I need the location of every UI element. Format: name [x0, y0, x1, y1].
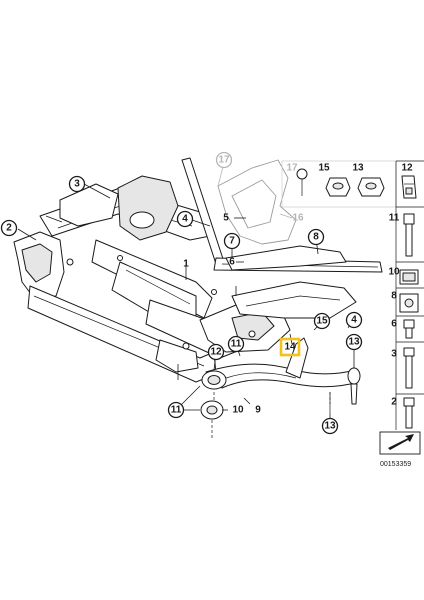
sidebar-label-2: 2 — [391, 397, 397, 408]
sidebar-label-3: 3 — [391, 349, 397, 360]
callout-7: 7 — [223, 232, 241, 250]
bracket-8-icon — [399, 293, 419, 313]
callout-10-label: 10 — [232, 405, 244, 416]
callout-13-upper: 13 — [345, 333, 363, 351]
callout-16-label: 16 — [292, 213, 304, 224]
callout-12: 12 — [207, 343, 225, 361]
callout-2-label: 2 — [6, 223, 12, 234]
callout-10: 10 — [232, 405, 244, 416]
callout-3-label: 3 — [74, 179, 80, 190]
sidebar-label-8: 8 — [391, 291, 397, 302]
callout-11-left-label: 11 — [171, 405, 182, 416]
callout-11-right: 11 — [227, 335, 245, 353]
screw-17-icon — [296, 168, 308, 196]
sidebar-label-13-top: 13 — [352, 163, 364, 174]
nut-13-icon — [357, 177, 385, 197]
svg-text:11: 11 — [389, 213, 400, 224]
callout-12-label: 12 — [210, 347, 222, 358]
sidebar-label-11: 11 — [389, 213, 400, 224]
callout-8: 8 — [307, 228, 325, 246]
sidebar-label-6: 6 — [391, 319, 397, 330]
callout-15: 15 — [313, 312, 331, 330]
direction-arrow-icon — [379, 431, 421, 455]
callout-11-left: 11 — [167, 401, 185, 419]
callout-9: 9 — [255, 405, 261, 416]
svg-text:13: 13 — [352, 163, 364, 174]
callout-14-label: 14 — [284, 342, 296, 353]
callout-17: 17 — [215, 151, 233, 169]
sidebar-label-10: 10 — [388, 267, 400, 278]
svg-text:17: 17 — [286, 163, 298, 174]
callout-14-highlighted: 14 — [279, 337, 301, 357]
sidebar-label-17: 17 — [286, 163, 298, 174]
callout-17-label: 17 — [218, 155, 230, 166]
bolt-6-icon — [403, 319, 415, 339]
svg-text:3: 3 — [391, 349, 397, 360]
svg-text:6: 6 — [391, 319, 397, 330]
heat-shield — [217, 159, 297, 245]
callout-4-right: 4 — [345, 311, 363, 329]
callout-5: 5 — [223, 213, 229, 224]
callout-15-label: 15 — [316, 316, 328, 327]
callout-3: 3 — [68, 175, 86, 193]
callout-5-label: 5 — [223, 213, 229, 224]
callout-13-lower: 13 — [321, 417, 339, 435]
parts-sidebar: 17 15 13 12 11 1 — [281, 160, 424, 430]
nut-15-icon — [325, 177, 351, 197]
callout-13-upper-label: 13 — [348, 337, 360, 348]
callout-4-left: 4 — [176, 210, 194, 228]
svg-text:15: 15 — [318, 163, 330, 174]
control-arm — [200, 337, 361, 440]
svg-text:12: 12 — [401, 163, 413, 174]
callout-6: 6 — [229, 257, 235, 268]
diagram-reference-number: 00153359 — [380, 461, 411, 468]
callout-6-label: 6 — [229, 257, 235, 268]
svg-text:8: 8 — [391, 291, 397, 302]
diagram-reference: 00153359 — [380, 461, 411, 468]
callout-2: 2 — [0, 219, 18, 237]
callout-16: 16 — [292, 213, 304, 224]
callout-4-right-label: 4 — [351, 315, 357, 326]
front-axle-subframe — [13, 175, 357, 383]
bolt-2-icon — [403, 397, 415, 429]
svg-text:2: 2 — [391, 397, 397, 408]
callout-1-label: 1 — [183, 259, 189, 270]
rubber-mount-10-icon — [399, 269, 419, 285]
callout-11-right-label: 11 — [231, 339, 242, 350]
cross-member — [225, 245, 347, 271]
callout-8-label: 8 — [313, 232, 319, 243]
leader-lines — [17, 162, 355, 424]
sidebar-label-12: 12 — [401, 163, 413, 174]
callout-4-left-label: 4 — [182, 214, 188, 225]
bolt-11-icon — [403, 213, 415, 257]
callout-9-label: 9 — [255, 405, 261, 416]
callout-13-lower-label: 13 — [324, 421, 336, 432]
bolt-3-icon — [403, 347, 415, 389]
callout-1: 1 — [183, 259, 189, 270]
callout-7-label: 7 — [229, 236, 235, 247]
svg-text:10: 10 — [388, 267, 400, 278]
sidebar-label-15: 15 — [318, 163, 330, 174]
clip-12-icon — [401, 175, 417, 199]
